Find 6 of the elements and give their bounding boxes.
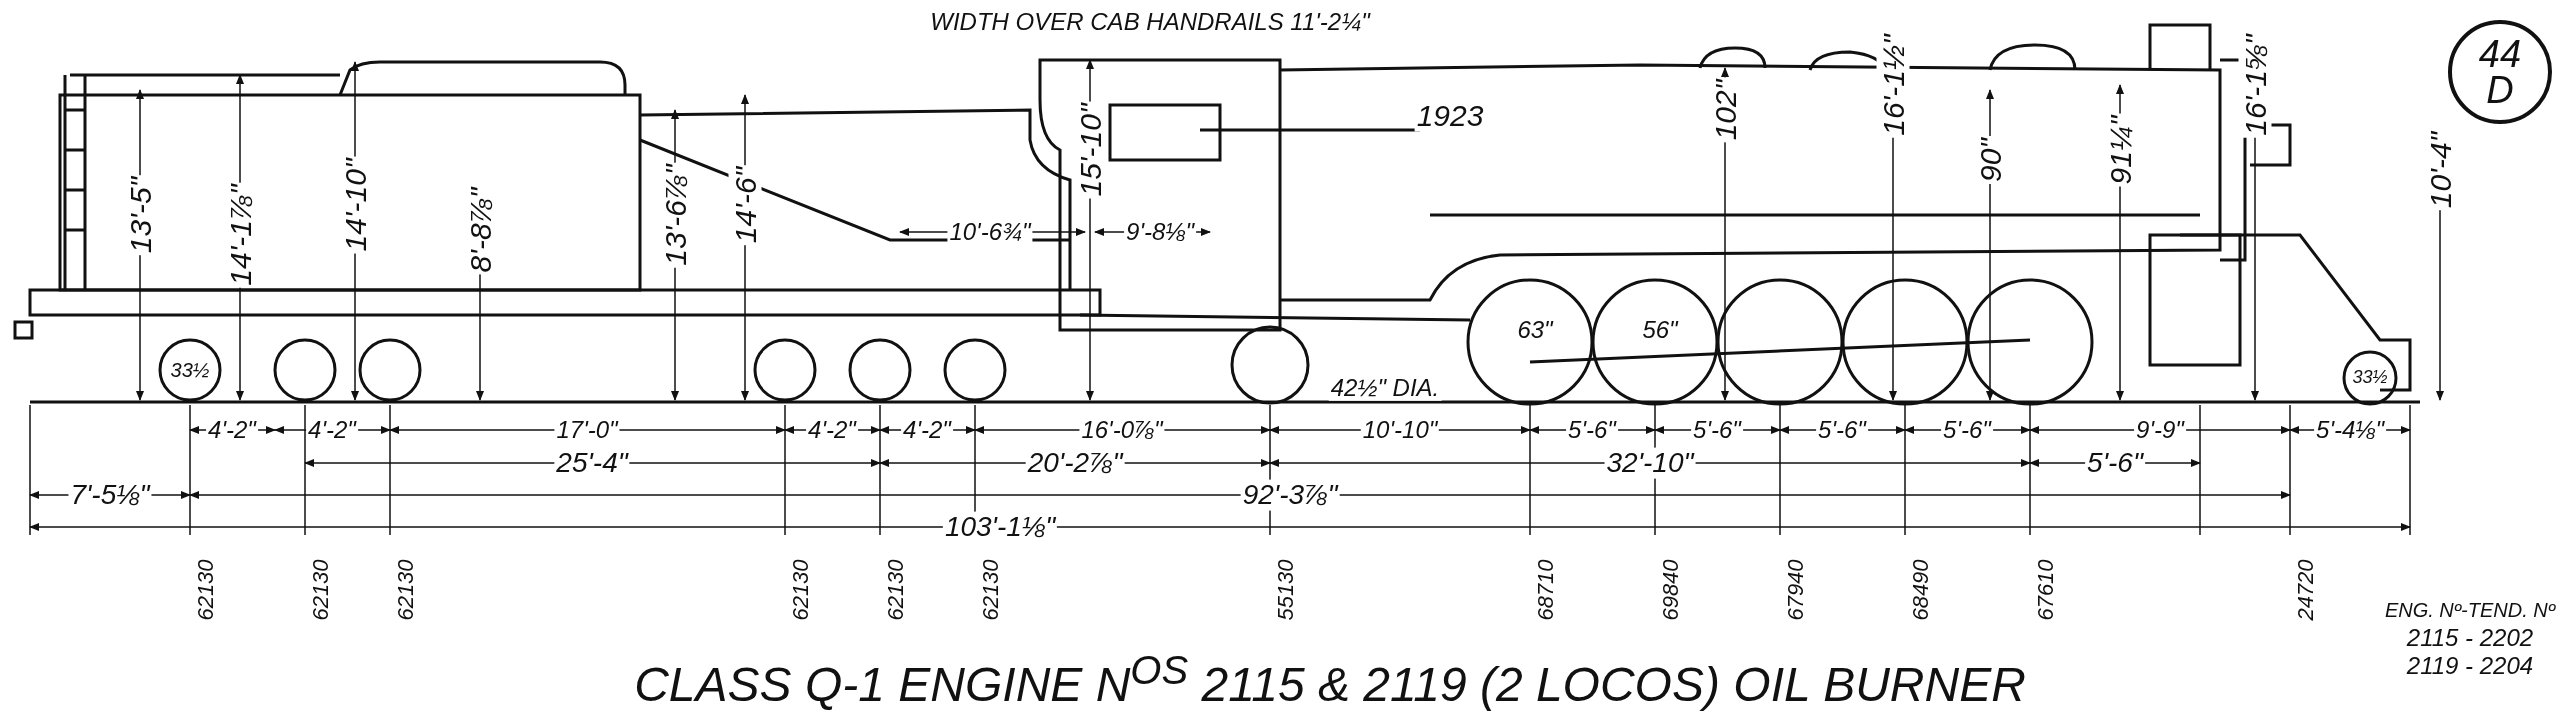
dimension-label: 16'-1⅝"	[2238, 32, 2272, 138]
sheet-number-circle: 44 D	[2448, 20, 2552, 124]
dimension-label: 14'-6"	[728, 164, 762, 246]
dimension-label: 32'-10"	[1604, 447, 1696, 479]
dimension-label: 92'-3⅞"	[1240, 479, 1340, 511]
dimension-label: 16'-1½"	[1876, 32, 1910, 138]
